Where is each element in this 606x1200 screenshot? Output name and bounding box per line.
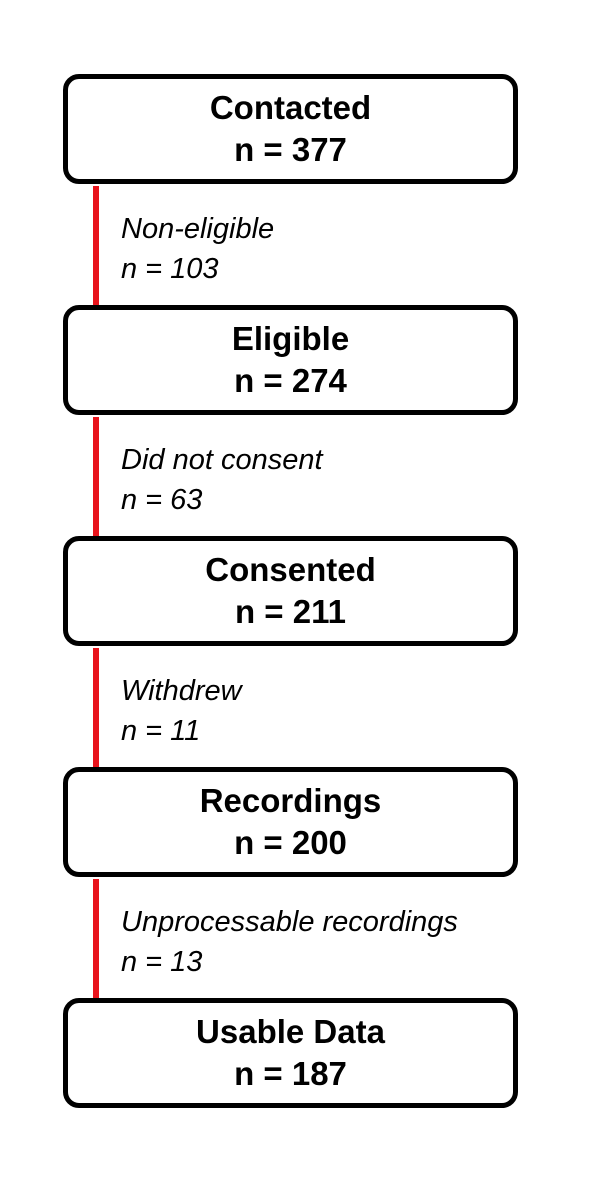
exclusion-label: Non-eligible <box>121 213 275 245</box>
stage-label: Eligible <box>231 320 350 357</box>
stage-usable-data: Usable Data n = 187 <box>63 998 518 1108</box>
exclusion-count: n = 11 <box>121 715 201 747</box>
exclusion-withdrew: Withdrew n = 11 <box>121 671 242 751</box>
stage-eligible: Eligible n = 274 <box>63 305 518 415</box>
exclusion-did-not-consent: Did not consent n = 63 <box>121 440 323 520</box>
exclusion-count: n = 103 <box>121 253 219 285</box>
stage-count: n = 211 <box>234 593 346 630</box>
exclusion-label: Unprocessable recordings <box>121 906 458 938</box>
stage-label: Consented <box>205 551 376 588</box>
connector-line-2 <box>93 417 99 537</box>
stage-label: Contacted <box>209 89 372 126</box>
stage-label: Usable Data <box>196 1013 385 1050</box>
connector-line-4 <box>93 879 99 999</box>
exclusion-label: Did not consent <box>121 444 323 476</box>
stage-recordings: Recordings n = 200 <box>63 767 518 877</box>
exclusion-label: Withdrew <box>121 675 242 707</box>
stage-consented: Consented n = 211 <box>63 536 518 646</box>
stage-count: n = 377 <box>234 131 347 168</box>
exclusion-non-eligible: Non-eligible n = 103 <box>121 209 274 289</box>
stage-count: n = 187 <box>234 1055 347 1092</box>
exclusion-unprocessable-recordings: Unprocessable recordings n = 13 <box>121 902 458 982</box>
exclusion-count: n = 13 <box>121 946 203 978</box>
connector-line-1 <box>93 186 99 306</box>
stage-contacted: Contacted n = 377 <box>63 74 518 184</box>
exclusion-count: n = 63 <box>121 484 203 516</box>
connector-line-3 <box>93 648 99 768</box>
stage-label: Recordings <box>199 782 382 819</box>
stage-count: n = 200 <box>234 824 347 861</box>
stage-count: n = 274 <box>234 362 347 399</box>
